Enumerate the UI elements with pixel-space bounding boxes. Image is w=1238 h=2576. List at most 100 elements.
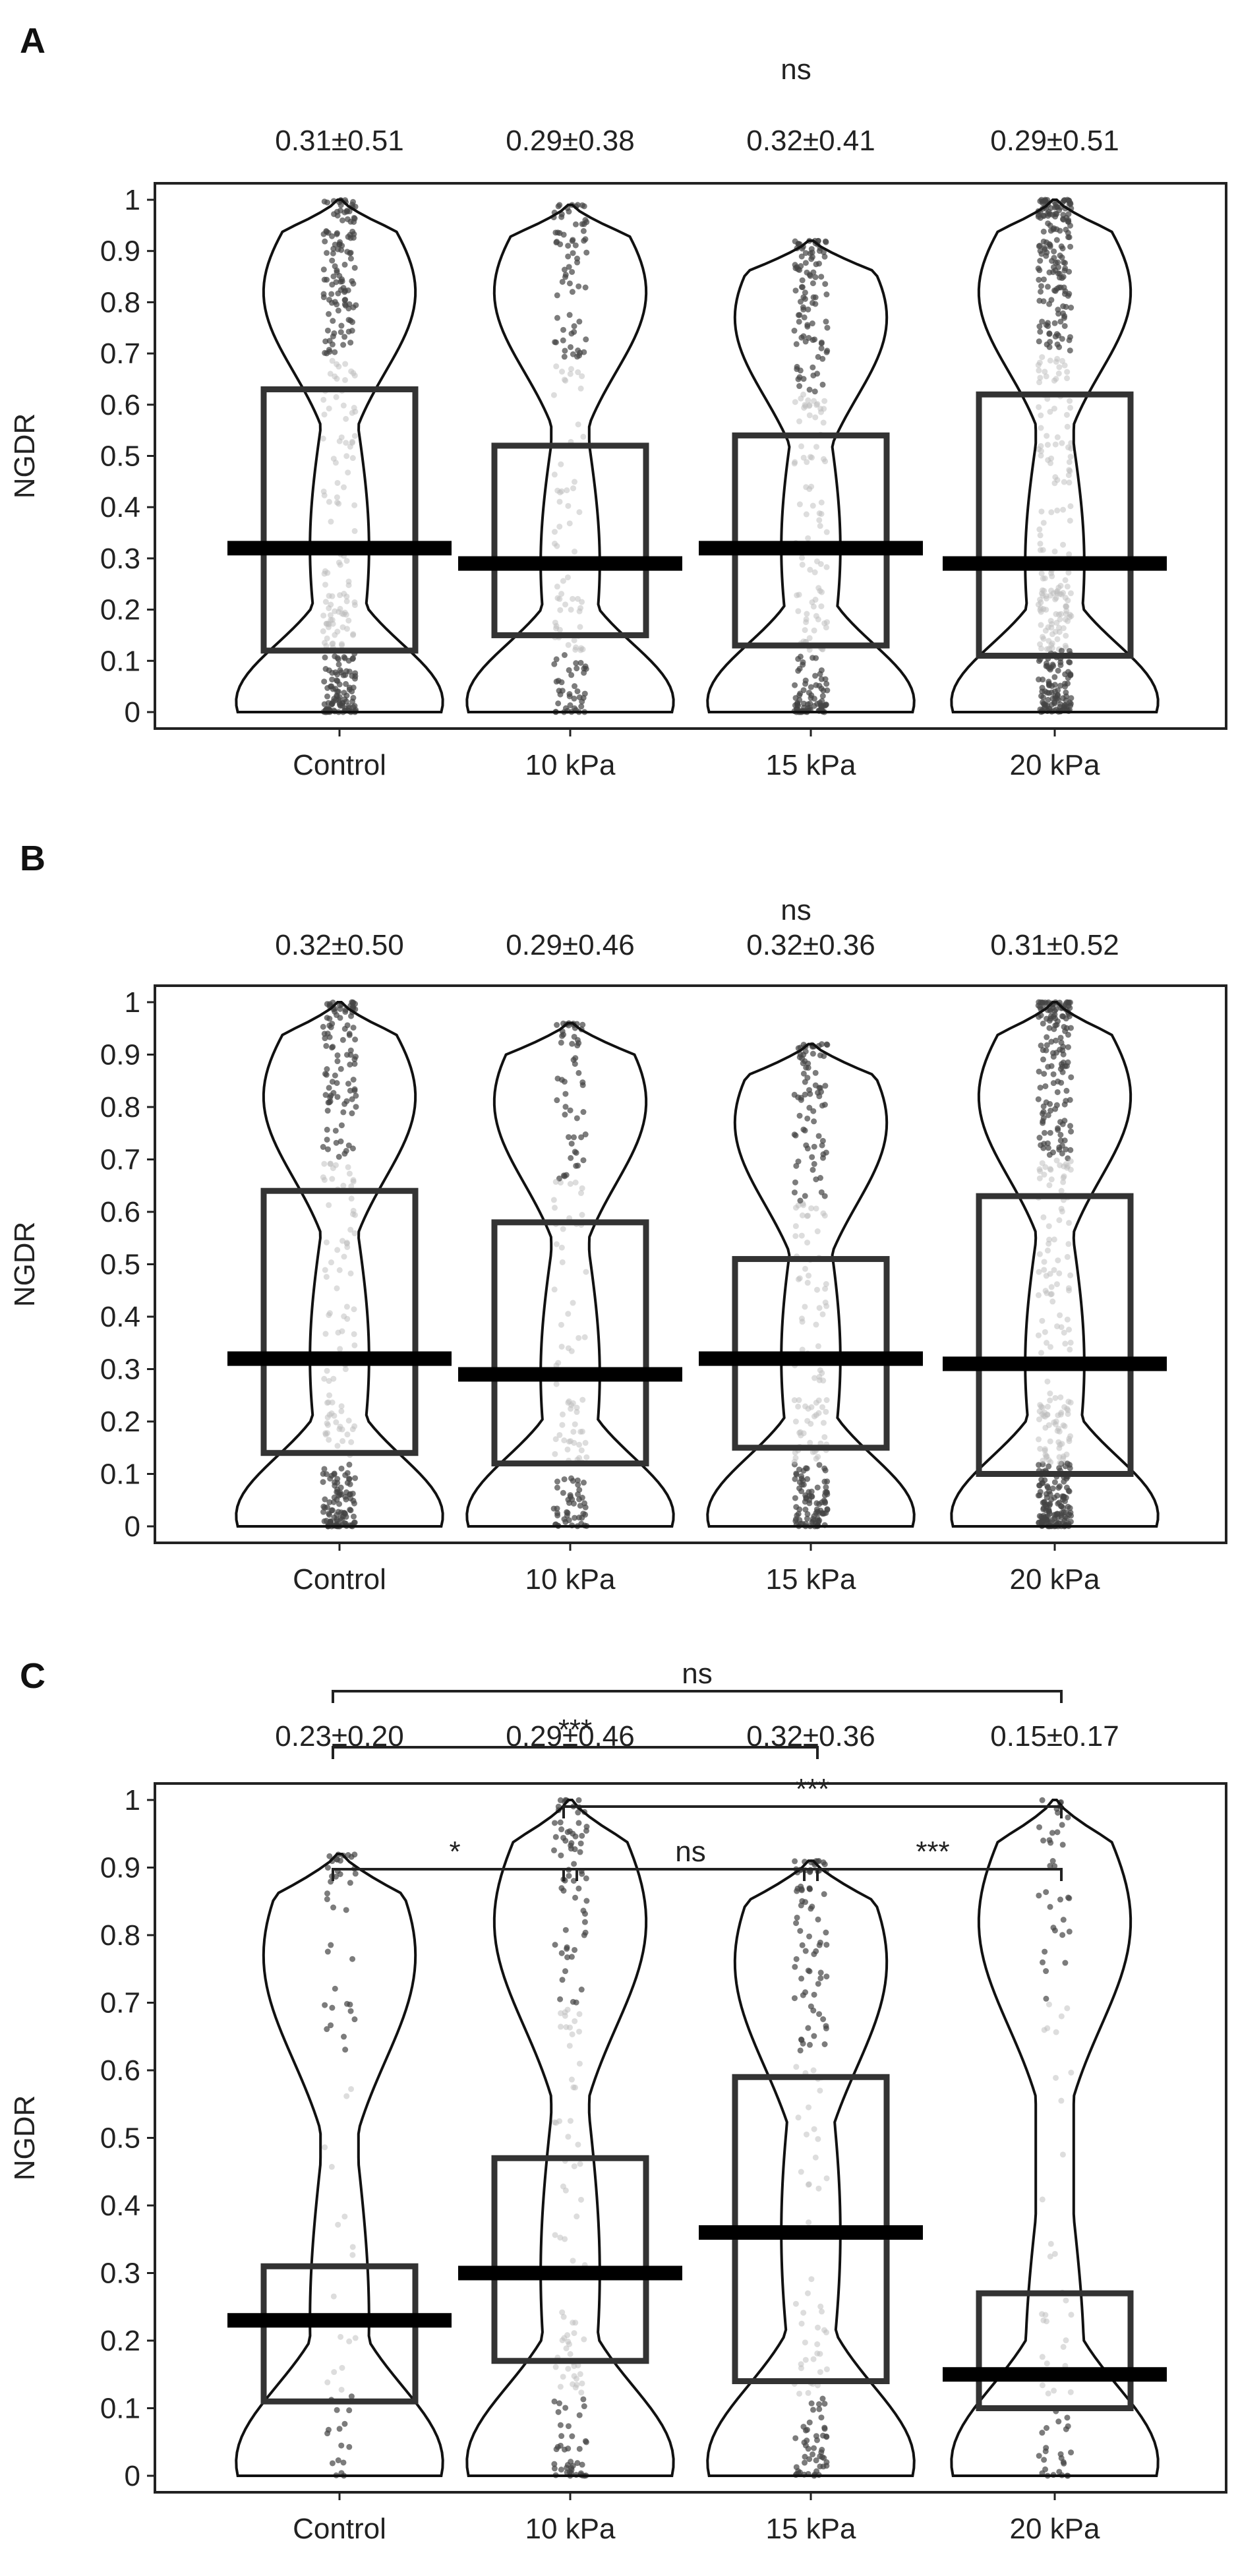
data-point bbox=[349, 228, 356, 235]
violin-outline bbox=[465, 203, 675, 713]
x-tick-label: Control bbox=[293, 2513, 386, 2545]
data-point bbox=[332, 697, 339, 704]
data-point bbox=[564, 1946, 570, 1952]
y-tick-label: 0.2 bbox=[100, 1406, 140, 1438]
data-point bbox=[1044, 2425, 1050, 2432]
data-point bbox=[823, 1303, 830, 1309]
data-point bbox=[1048, 1038, 1055, 1045]
data-point bbox=[566, 1499, 572, 1506]
data-point bbox=[1039, 318, 1046, 325]
data-point bbox=[1042, 1948, 1048, 1955]
data-point bbox=[1064, 375, 1071, 382]
data-point bbox=[1041, 1172, 1047, 1178]
y-tick-label: 0 bbox=[125, 2460, 140, 2492]
data-point bbox=[570, 595, 576, 602]
data-point bbox=[564, 574, 571, 581]
data-point bbox=[326, 605, 332, 611]
data-point bbox=[803, 1465, 810, 1472]
data-point bbox=[333, 1419, 339, 1425]
data-point bbox=[582, 284, 589, 291]
data-point bbox=[1066, 1327, 1073, 1333]
data-point bbox=[815, 1133, 822, 1139]
data-point bbox=[799, 1942, 806, 1948]
data-point bbox=[1044, 1378, 1051, 1385]
data-point bbox=[794, 366, 800, 373]
data-point bbox=[1036, 338, 1042, 345]
data-point bbox=[552, 2232, 558, 2238]
data-point bbox=[1052, 441, 1059, 448]
data-point bbox=[1043, 595, 1049, 602]
data-point bbox=[1037, 541, 1044, 547]
data-point bbox=[566, 2341, 572, 2347]
data-point bbox=[329, 676, 336, 683]
data-point bbox=[1043, 1273, 1049, 1279]
data-point bbox=[792, 459, 798, 465]
data-point bbox=[576, 1441, 583, 1448]
data-point bbox=[796, 383, 803, 390]
data-point bbox=[803, 1064, 810, 1071]
data-point bbox=[801, 2439, 808, 2445]
data-point bbox=[556, 202, 563, 208]
data-point bbox=[558, 1852, 564, 1859]
data-point bbox=[1052, 596, 1059, 603]
data-point bbox=[322, 654, 328, 661]
data-point bbox=[339, 1036, 346, 1043]
data-point bbox=[572, 2084, 578, 2091]
data-point bbox=[343, 598, 350, 605]
data-point bbox=[568, 1842, 574, 1849]
data-point bbox=[340, 1182, 347, 1189]
summary-label: 0.29±0.46 bbox=[506, 929, 634, 961]
data-point bbox=[334, 2407, 340, 2413]
data-point bbox=[1045, 457, 1051, 464]
y-tick-label: 0.1 bbox=[100, 2393, 140, 2425]
y-tick-label: 0.1 bbox=[100, 1458, 140, 1491]
data-point bbox=[1057, 1034, 1064, 1041]
iqr-box bbox=[260, 386, 419, 654]
data-point bbox=[349, 1145, 356, 1152]
data-point bbox=[805, 397, 811, 404]
data-point bbox=[352, 2335, 359, 2341]
data-point bbox=[815, 1397, 822, 1404]
data-point bbox=[559, 1422, 566, 1428]
data-point bbox=[798, 1432, 804, 1439]
data-point bbox=[554, 292, 560, 299]
data-point bbox=[814, 1228, 821, 1235]
data-point bbox=[575, 1809, 581, 1816]
data-point bbox=[1055, 667, 1061, 674]
data-point bbox=[811, 1991, 817, 1998]
data-point bbox=[568, 330, 575, 337]
data-point bbox=[796, 1397, 802, 1404]
data-point bbox=[334, 1058, 341, 1065]
y-tick-label: 0.9 bbox=[100, 235, 140, 268]
data-point bbox=[575, 369, 581, 376]
data-point bbox=[345, 1418, 352, 1424]
data-point bbox=[792, 1858, 798, 1865]
data-point bbox=[1058, 1079, 1065, 1086]
data-point bbox=[566, 280, 573, 287]
data-point bbox=[571, 323, 577, 330]
data-point bbox=[823, 1973, 830, 1980]
data-point bbox=[815, 1343, 821, 1350]
data-point bbox=[1064, 1253, 1071, 1260]
data-point bbox=[1067, 1433, 1074, 1439]
data-point bbox=[340, 402, 347, 409]
y-tick-label: 0.3 bbox=[100, 2258, 140, 2290]
data-point bbox=[551, 661, 558, 667]
data-point bbox=[1036, 1166, 1043, 1172]
data-point bbox=[1048, 509, 1055, 516]
data-point bbox=[336, 1154, 342, 1160]
data-point bbox=[1037, 641, 1044, 647]
data-point bbox=[1065, 570, 1072, 576]
data-point bbox=[816, 517, 823, 524]
data-point bbox=[1039, 2382, 1046, 2389]
data-point bbox=[552, 1436, 559, 1443]
data-point bbox=[818, 2414, 825, 2421]
data-point bbox=[350, 1207, 357, 1214]
comparison-label: *** bbox=[796, 1773, 829, 1805]
data-point bbox=[1050, 1071, 1057, 1077]
data-point bbox=[802, 2459, 808, 2466]
data-point bbox=[565, 2366, 572, 2372]
data-point bbox=[802, 1091, 808, 1098]
data-point bbox=[1051, 320, 1058, 326]
data-point bbox=[1047, 667, 1053, 673]
